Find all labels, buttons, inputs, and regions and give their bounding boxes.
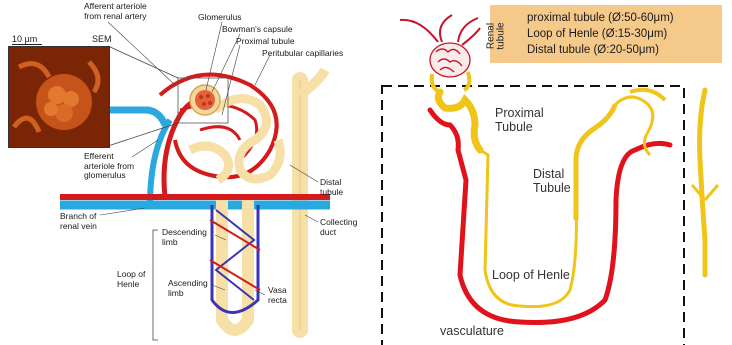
collecting-duct-path <box>700 90 705 275</box>
glomerulus-sketch <box>400 15 480 92</box>
label-bowman: Bowman's capsule <box>222 25 293 35</box>
legend-side-label: Renal tubule <box>495 12 509 56</box>
scale-bar-label: 10 µm <box>12 34 37 44</box>
label-distal-tubule: Distal Tubule <box>533 167 571 195</box>
label-vasculature: vasculature <box>440 324 504 338</box>
label-proximal: Proximal tubule <box>236 37 295 47</box>
legend-loop: Loop of Henle (Ø:15-30μm) <box>527 28 667 40</box>
label-ascending: Ascending limb <box>168 279 208 298</box>
sem-micrograph <box>8 46 110 148</box>
vasculature-path <box>430 110 670 323</box>
sem-label: SEM <box>92 34 112 44</box>
label-collecting: Collecting duct <box>320 218 357 237</box>
label-vasa: Vasa recta <box>268 286 287 305</box>
scale-bar <box>12 44 42 45</box>
label-distal: Distal tubule <box>320 178 343 197</box>
label-efferent: Efferent arteriole from glomerulus <box>84 152 134 181</box>
label-descending: Descending limb <box>162 228 207 247</box>
label-peritubular: Peritubular capillaries <box>262 49 343 59</box>
legend-proximal: proximal tubule (Ø:50-60μm) <box>527 12 674 24</box>
label-branch: Branch of renal vein <box>60 212 97 231</box>
label-proximal-tubule: Proximal Tubule <box>495 106 544 134</box>
label-loop-of-henle: Loop of Henle <box>492 268 570 282</box>
label-afferent: Afferent arteriole from renal artery <box>84 2 147 21</box>
label-glomerulus: Glomerulus <box>198 13 241 23</box>
glomerulus-shape <box>195 90 215 110</box>
legend-distal: Distal tubule (Ø:20-50μm) <box>527 44 659 56</box>
label-loop: Loop of Henle <box>117 270 145 289</box>
